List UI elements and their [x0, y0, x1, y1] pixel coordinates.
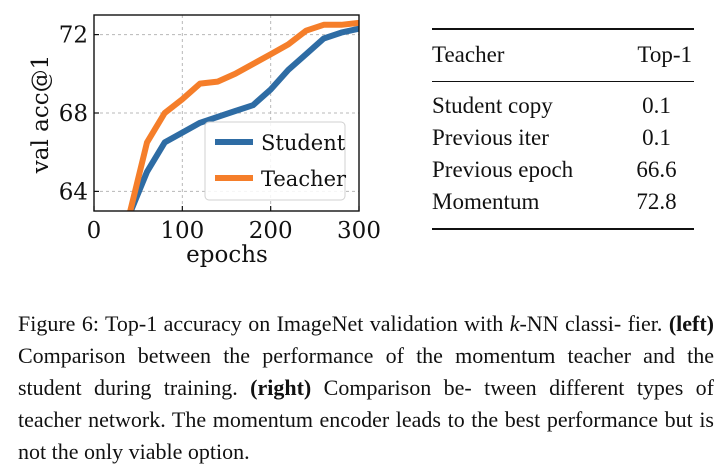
table-cell-top1: 0.1	[642, 125, 671, 150]
chart-series	[127, 19, 359, 211]
y-tick-label: 64	[59, 179, 88, 205]
series-line-student	[127, 25, 359, 211]
caption-left-label: (left)	[668, 311, 715, 336]
teacher-comparison-table: Teacher Top-1 Student copy 0.1 Previous …	[432, 28, 694, 230]
series-line-teacher	[127, 19, 359, 211]
table-cell-top1: 66.6	[636, 157, 677, 182]
x-tick-label: 0	[87, 218, 102, 244]
y-tick-label: 72	[59, 23, 88, 49]
table-cell-top1: 72.8	[636, 189, 677, 214]
y-tick-label: 68	[59, 101, 88, 127]
table-cell-teacher: Previous epoch	[432, 157, 574, 182]
x-tick-label: 200	[249, 218, 293, 244]
y-axis-label: val acc@1	[28, 55, 54, 174]
chart-ticks: 0 100 200 300 64 68 72	[59, 23, 381, 244]
table-cell-teacher: Momentum	[432, 189, 540, 214]
table-row: Previous epoch 66.6	[432, 154, 694, 186]
caption-prefix: Figure 6: Top-1 accuracy on ImageNet val…	[18, 311, 510, 336]
caption-left-text: Comparison between the performance of th…	[18, 343, 714, 400]
column-header-teacher: Teacher	[432, 42, 505, 67]
legend-label-student: Student	[261, 131, 346, 155]
legend-label-teacher: Teacher	[261, 167, 347, 191]
table-row: Student copy 0.1	[432, 82, 694, 123]
table-cell-top1: 0.1	[642, 93, 671, 118]
caption-right-text: Comparison be- tween different types of …	[18, 375, 714, 464]
table-header-row: Teacher Top-1	[432, 29, 694, 82]
caption-knn-k: k	[509, 311, 520, 336]
caption-right-label: (right)	[250, 375, 312, 400]
figure-caption: Figure 6: Top-1 accuracy on ImageNet val…	[18, 308, 714, 468]
x-axis-label: epochs	[186, 242, 268, 268]
table-cell-teacher: Previous iter	[432, 125, 549, 150]
x-tick-label: 300	[337, 218, 381, 244]
column-header-top1: Top-1	[637, 42, 692, 67]
table-row: Momentum 72.8	[432, 186, 694, 229]
table-cell-teacher: Student copy	[432, 93, 553, 118]
table-row: Previous iter 0.1	[432, 122, 694, 154]
caption-knn-rest: -NN classi- fier.	[519, 311, 669, 336]
x-tick-label: 100	[160, 218, 204, 244]
accuracy-line-chart: 0 100 200 300 64 68 72 epochs val acc@1 Studen…	[28, 14, 381, 268]
